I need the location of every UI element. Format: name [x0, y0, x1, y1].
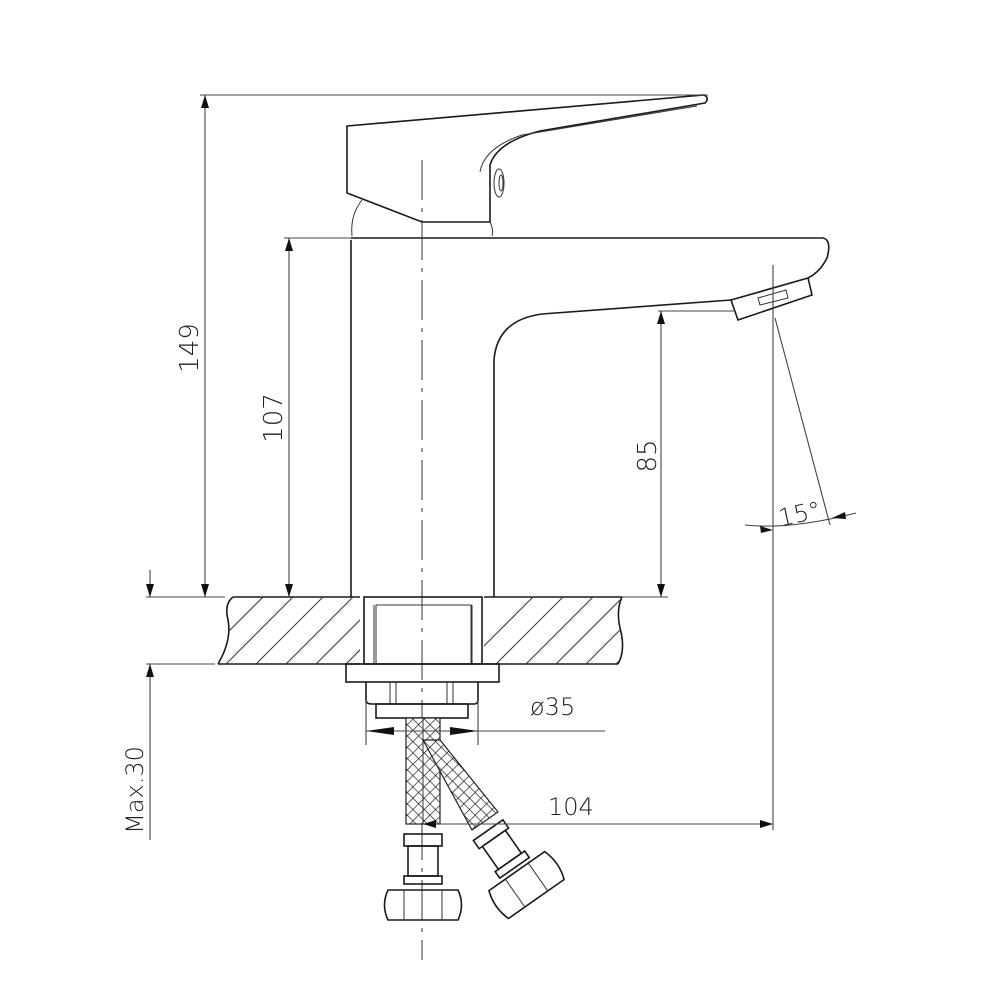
dimension-spout-clearance: 85	[622, 310, 735, 598]
dimension-spout-reach: 104	[423, 793, 773, 828]
dim-107-label: 107	[259, 393, 289, 443]
countertop-section	[217, 596, 624, 665]
dimension-spout-angle: 15°	[744, 265, 857, 830]
dimension-max-countertop: Max.30	[121, 570, 225, 840]
dim-104-label: 104	[548, 793, 594, 821]
dim-35-label: ø35	[530, 693, 575, 721]
dim-85-label: 85	[633, 439, 663, 472]
dimension-hole-diameter: ø35	[365, 693, 605, 745]
dimension-body-height: 107	[259, 237, 351, 597]
dim-15-label: 15°	[776, 496, 823, 532]
lever-handle	[346, 94, 709, 237]
faucet-body	[350, 237, 830, 597]
water-supply-hoses	[383, 717, 566, 921]
dim-max30-label: Max.30	[121, 746, 149, 834]
dimension-overall-height: 149	[175, 94, 708, 597]
dim-149-label: 149	[175, 323, 205, 373]
